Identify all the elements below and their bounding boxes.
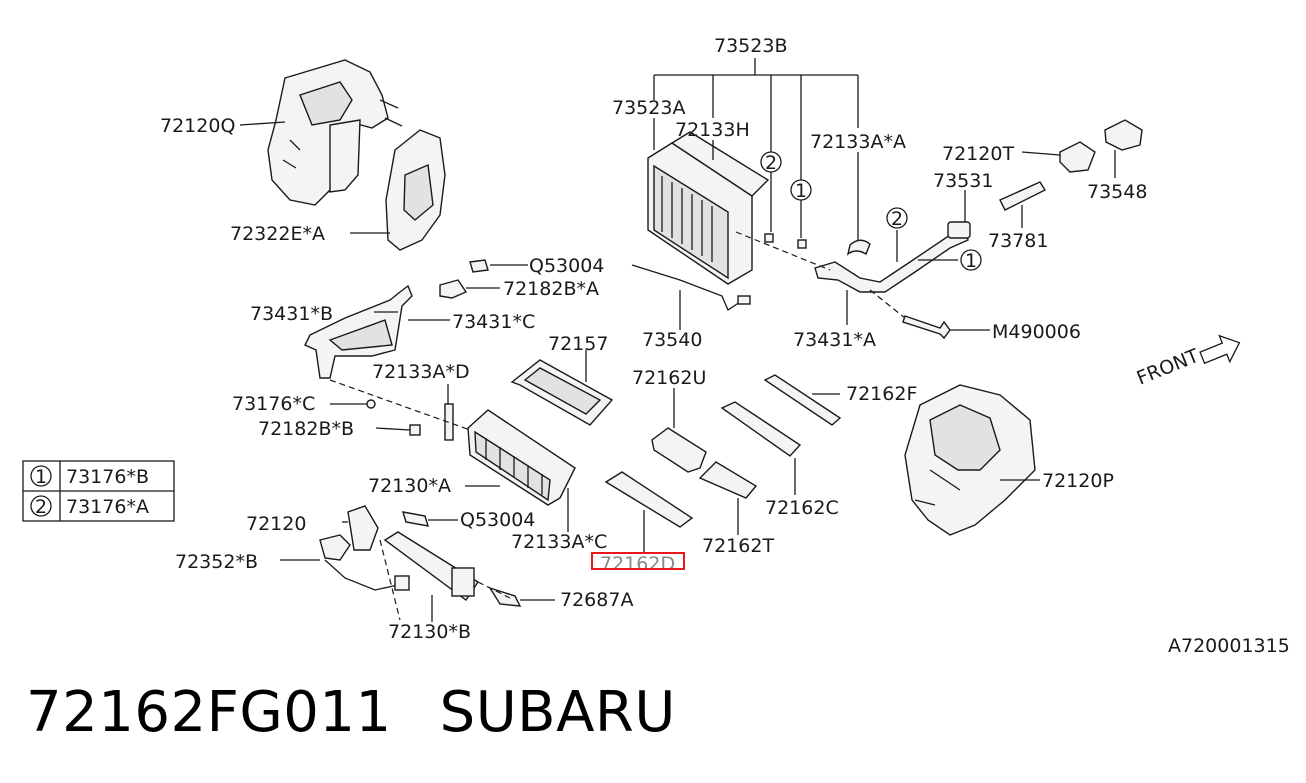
screw-Q53004-bottom <box>402 511 429 527</box>
damper-72162C <box>720 401 802 457</box>
wiring-73540 <box>631 264 751 311</box>
duct-72322EA <box>385 129 446 251</box>
heater-core-72130A <box>467 409 576 506</box>
damper-72162U <box>651 427 707 473</box>
label-73531: 73531 <box>933 170 993 192</box>
filter-72157 <box>510 359 614 426</box>
gasket-72133AD <box>444 403 454 441</box>
label-72130B: 72130*B <box>388 621 471 643</box>
part-72120 <box>347 505 379 551</box>
label-72120Q: 72120Q <box>160 115 235 137</box>
bolt-M490006 <box>902 315 951 340</box>
damper-72162F <box>763 374 842 426</box>
label-73523B: 73523B <box>714 35 787 57</box>
label-72182BA: 72182B*A <box>503 278 599 300</box>
label-72133AD: 72133A*D <box>372 361 470 383</box>
harness-72352B <box>319 534 410 591</box>
label-72162C: 72162C <box>765 497 839 519</box>
module-72130B <box>383 531 479 602</box>
label-73176C: 73176*C <box>232 393 315 415</box>
label-72322EA: 72322E*A <box>230 223 325 245</box>
clip-72182BA <box>439 279 468 299</box>
circle-mark-2: 1 <box>795 180 807 202</box>
label-72182BB: 72182B*B <box>258 418 354 440</box>
legend-part-2: 73176*A <box>66 496 149 518</box>
label-72130A: 72130*A <box>368 475 451 497</box>
callout-labels: 73523B 73523A 72133H 72133A*A 72120T 735… <box>160 35 1147 643</box>
label-73431B: 73431*B <box>250 303 333 325</box>
label-72687A: 72687A <box>560 589 633 611</box>
label-72162F: 72162F <box>846 383 917 405</box>
label-72162T: 72162T <box>702 535 774 557</box>
seal-parts <box>764 233 871 256</box>
circle-mark-4: 1 <box>965 250 977 272</box>
legend-mark-2: 2 <box>35 496 47 518</box>
label-72133H: 72133H <box>675 119 750 141</box>
brand-name: SUBARU <box>439 680 676 745</box>
legend-mark-1: 1 <box>35 466 47 488</box>
label-72162D: 72162D <box>600 553 675 575</box>
circle-mark-3: 2 <box>891 208 903 230</box>
label-73523A: 73523A <box>612 97 685 119</box>
part-number: 72162FG011 <box>26 680 392 745</box>
part-caption: 72162FG011 SUBARU <box>26 680 676 745</box>
screw-72687A <box>488 586 522 607</box>
pipes-73431B-C <box>304 284 413 379</box>
label-72120T: 72120T <box>942 143 1014 165</box>
label-72120: 72120 <box>246 513 306 535</box>
heater-unit-72120P <box>904 384 1036 536</box>
label-Q53004-bottom: Q53004 <box>460 509 535 531</box>
front-label: FRONT <box>1134 345 1203 390</box>
legend-table: 1 73176*B 2 73176*A <box>22 460 175 522</box>
legend-part-1: 73176*B <box>66 466 149 488</box>
small-parts-left <box>366 399 421 436</box>
label-Q53004-top: Q53004 <box>529 255 604 277</box>
label-72133AA: 72133A*A <box>810 131 906 153</box>
circle-marks: 2 1 2 1 <box>760 151 982 272</box>
label-M490006: M490006 <box>992 321 1081 343</box>
label-72157: 72157 <box>548 333 608 355</box>
label-73548: 73548 <box>1087 181 1147 203</box>
label-73781: 73781 <box>988 230 1048 252</box>
expansion-valve-73531 <box>947 221 971 239</box>
highlight-box-72162D <box>591 552 685 570</box>
damper-72162T <box>698 461 758 499</box>
front-arrow: FRONT <box>1134 334 1241 390</box>
label-73431C: 73431*C <box>452 311 535 333</box>
filter-72133H <box>670 131 770 197</box>
label-72133AC: 72133A*C <box>511 531 607 553</box>
screw-Q53004-top <box>469 259 489 273</box>
blower-housing-72120Q <box>267 59 403 206</box>
label-73540: 73540 <box>642 329 702 351</box>
seal-73548 <box>1104 119 1143 151</box>
damper-72162D <box>604 471 694 528</box>
diagram-reference: A720001315 <box>1168 635 1290 657</box>
circle-mark-1: 2 <box>765 152 777 174</box>
label-72162U: 72162U <box>632 367 706 389</box>
bracket-72120T <box>1059 141 1096 173</box>
label-72352B: 72352*B <box>175 551 258 573</box>
leader-lines <box>239 58 1116 622</box>
label-72120P: 72120P <box>1042 470 1114 492</box>
label-73431A: 73431*A <box>793 329 876 351</box>
